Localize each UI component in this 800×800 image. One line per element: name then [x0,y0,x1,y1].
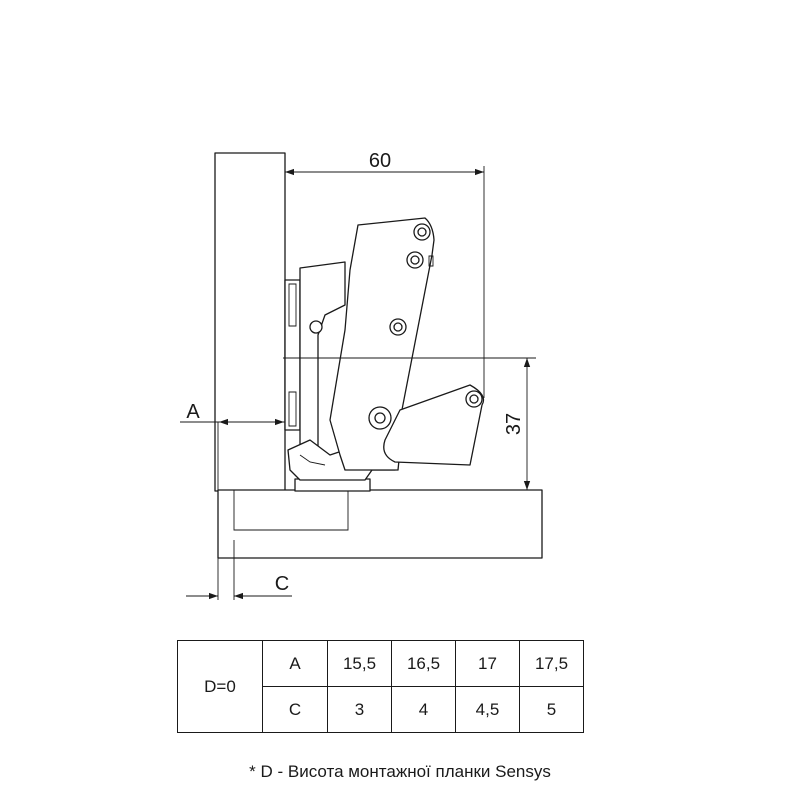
hinge-drawing: 60 37 A C [180,150,543,600]
footnote: * D - Висота монтажної планки Sensys [249,762,551,781]
dimension-height: 37 [283,357,536,491]
value-cell: 16,5 [391,640,456,687]
dimension-a: A [180,401,285,490]
dimension-a-label: A [186,401,200,423]
dimension-width: 60 [284,150,485,398]
pivot-pins [368,223,483,430]
value-cell: 5 [519,686,584,733]
value-cell: 3 [327,686,392,733]
dimension-c-label: C [275,573,289,595]
cabinet-side-panel [214,152,286,492]
value-cell: 4,5 [455,686,520,733]
dimension-height-label: 37 [503,413,525,435]
spec-table: D=0 A 15,5 16,5 17 17,5 C 3 4 4,5 5 [177,640,584,733]
value-cell: 17 [455,640,520,687]
hinge-link [383,384,485,466]
table-row: C 3 4 4,5 5 [178,686,584,733]
door-panel [217,489,543,559]
row-header-cell: D=0 [177,640,263,733]
mounting-plate [294,478,371,492]
row-label-cell: A [262,640,328,687]
row-label-cell: C [262,686,328,733]
dimension-c: C [186,540,292,600]
table-row: D=0 A 15,5 16,5 17 17,5 [177,640,584,733]
value-cell: 15,5 [327,640,392,687]
hinge-cup-arm [329,217,435,471]
value-cell: 4 [391,686,456,733]
value-cell: 17,5 [519,640,584,687]
dimension-width-label: 60 [369,150,391,172]
